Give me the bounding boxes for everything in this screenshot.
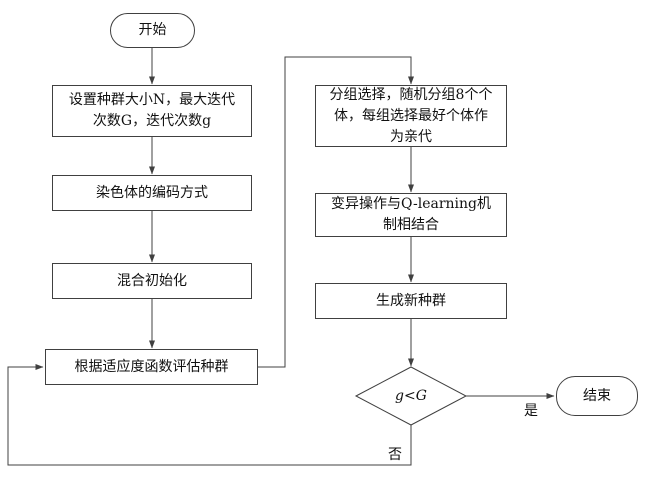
edge-decision-no-loopback [7, 364, 412, 466]
process-evaluate: 根据适应度函数评估种群 [45, 349, 258, 385]
hybrid-init-label: 混合初始化 [117, 272, 187, 289]
edge-evaluate-to-groupselect [258, 56, 414, 368]
new-population-label: 生成新种群 [376, 292, 446, 309]
process-mutation-qlearning: 变异操作与Q-learning机制相结合 [315, 193, 507, 237]
process-encoding: 染色体的编码方式 [52, 175, 252, 211]
process-hybrid-init: 混合初始化 [52, 263, 252, 299]
branch-label-yes: 是 [524, 403, 538, 419]
decision-diamond [354, 366, 468, 426]
decision-label: g<G [395, 388, 427, 404]
process-group-select: 分组选择，随机分组8个个体，每组选择最好个体作为亲代 [315, 85, 507, 147]
process-new-population: 生成新种群 [315, 283, 507, 319]
encoding-label: 染色体的编码方式 [96, 184, 208, 201]
evaluate-label: 根据适应度函数评估种群 [74, 358, 229, 375]
start-node: 开始 [110, 13, 195, 48]
process-set-params: 设置种群大小N，最大迭代次数G，迭代次数g [52, 85, 252, 137]
start-label: 开始 [138, 22, 167, 38]
branch-label-no: 否 [388, 447, 402, 463]
end-node: 结束 [556, 376, 638, 416]
mutation-qlearning-label: 变异操作与Q-learning机制相结合 [331, 196, 491, 233]
group-select-label: 分组选择，随机分组8个个体，每组选择最好个体作为亲代 [329, 86, 493, 145]
set-params-label: 设置种群大小N，最大迭代次数G，迭代次数g [68, 92, 236, 129]
end-label: 结束 [583, 387, 611, 404]
